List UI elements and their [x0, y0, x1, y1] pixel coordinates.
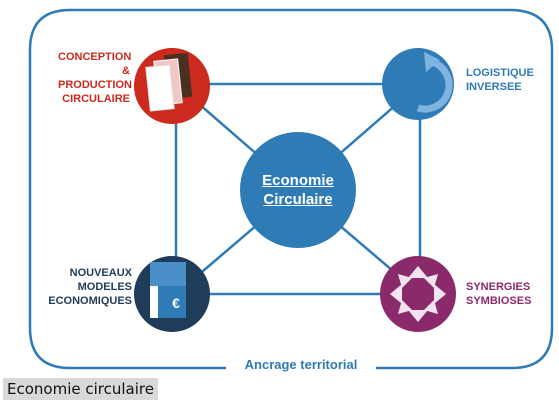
label-logistique: LOGISTIQUE INVERSEE	[466, 67, 534, 93]
label-synergies: SYNERGIES SYMBIOSES	[466, 281, 532, 307]
caption: Economie circulaire	[3, 378, 158, 400]
circular-arrow-icon	[416, 52, 453, 113]
frame-label: Ancrage territorial	[244, 357, 358, 372]
pages-icon	[145, 52, 193, 112]
node-logistique	[382, 48, 454, 120]
expand-arrows-icon	[390, 266, 446, 322]
euro-document-icon: €	[150, 262, 186, 318]
center-node	[240, 132, 356, 248]
center-label: Economie Circulaire	[262, 172, 334, 208]
label-conception: CONCEPTION & PRODUCTION CIRCULAIRE	[58, 51, 132, 105]
svg-text:€: €	[172, 295, 180, 311]
node-synergies	[380, 256, 456, 332]
territorial-frame	[28, 8, 554, 370]
node-conception	[134, 48, 210, 124]
label-nouveaux: NOUVEAUX MODELES ECONOMIQUES	[48, 267, 132, 307]
node-nouveaux: €	[134, 256, 210, 332]
